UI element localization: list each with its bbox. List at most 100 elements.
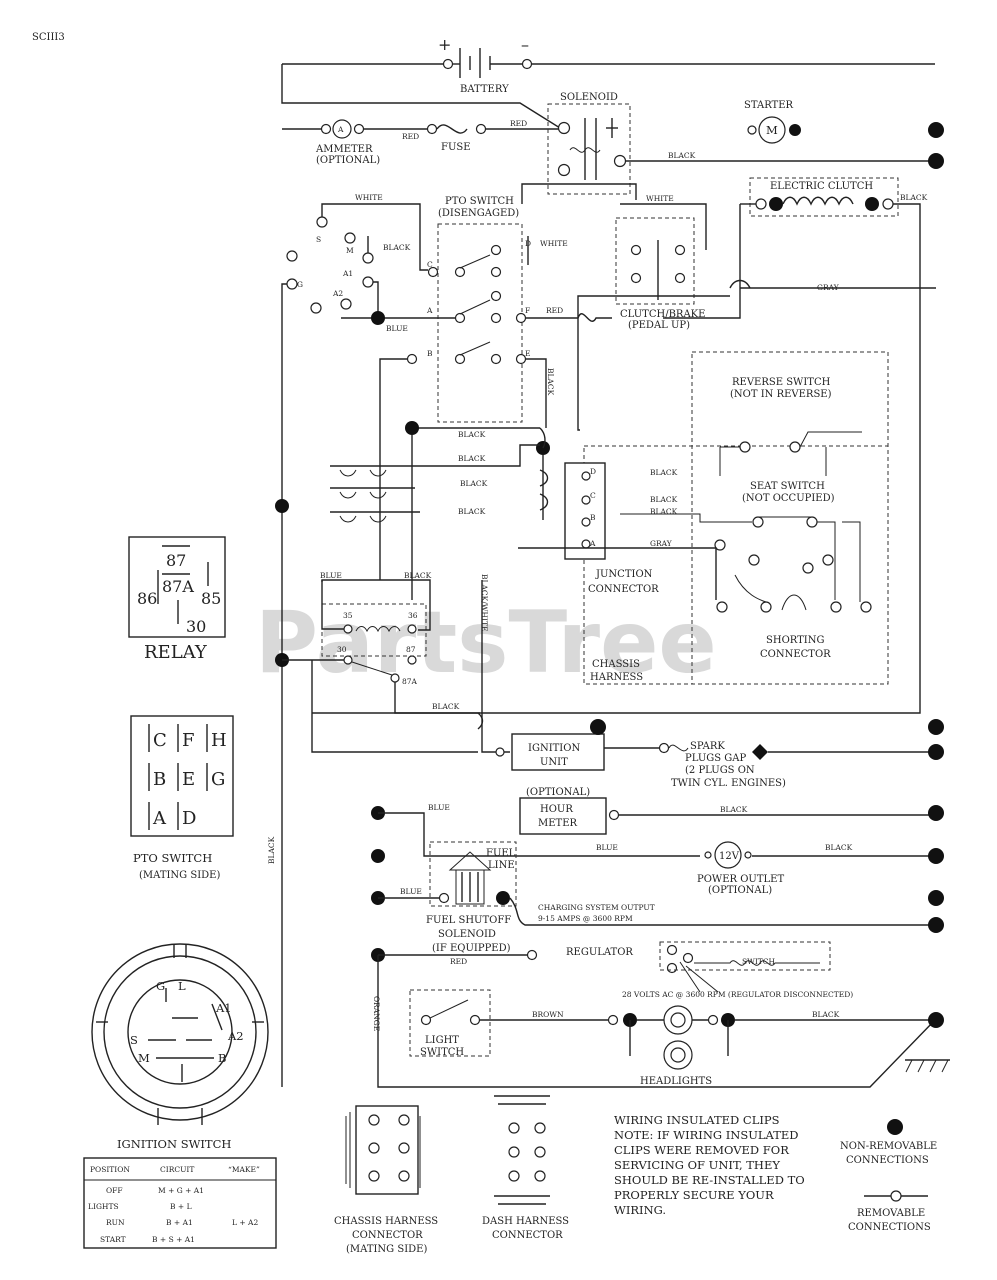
notes-line-3: SERVICING OF UNIT, THEY xyxy=(614,1158,780,1172)
ign-legend-s: S xyxy=(130,1033,138,1047)
notes-line-1: NOTE: IF WIRING INSULATED xyxy=(614,1128,799,1142)
spark-plug: SPARK PLUGS GAP (2 PLUGS ON TWIN CYL. EN… xyxy=(671,741,786,789)
wire-black-ign: BLACK xyxy=(383,243,411,252)
removable-label-1: REMOVABLE xyxy=(857,1208,925,1219)
removable-label-2: CONNECTIONS xyxy=(848,1222,931,1233)
ground-point xyxy=(928,1012,944,1028)
wire-black-seat-2: BLACK xyxy=(650,507,678,516)
pto-legend-subtitle: (MATING SIDE) xyxy=(139,870,220,881)
pto-legend: C F H B E G A D PTO SWITCH (MATING SIDE) xyxy=(130,715,234,881)
wire-red-regulator: RED xyxy=(450,957,467,966)
power-outlet-label-2: (OPTIONAL) xyxy=(708,885,772,896)
junction-connector: D C B A xyxy=(564,462,606,560)
spark-label-1: SPARK xyxy=(690,741,725,752)
ign-legend-m: M xyxy=(138,1051,150,1065)
wire-red-1: RED xyxy=(402,132,419,141)
notes-line-4: SHOULD BE RE-INSTALLED TO xyxy=(614,1173,805,1187)
wire-gray-top: GRAY xyxy=(817,283,840,292)
chassis-label: CHASSIS xyxy=(592,659,640,670)
electric-clutch: ELECTRIC CLUTCH xyxy=(749,177,899,217)
ign-table-r0c1: M + G + A1 xyxy=(158,1186,204,1195)
wire-black-clutch: BLACK xyxy=(900,193,928,202)
pto-contact-a: A xyxy=(426,306,433,315)
wire-black-relay: BLACK xyxy=(404,571,432,580)
spark-label-2: PLUGS GAP xyxy=(685,753,746,764)
relay-legend-87a: 87A xyxy=(162,577,194,596)
pto-contact-f: F xyxy=(525,306,530,315)
pto-legend-f: F xyxy=(182,730,195,751)
wire-black-1: BLACK xyxy=(458,430,486,439)
ign-legend-a2: A2 xyxy=(227,1029,244,1043)
relay-legend-30: 30 xyxy=(186,617,206,636)
ammeter-label: AMMETER xyxy=(315,144,373,155)
ground-point xyxy=(928,744,944,760)
ign-legend-g: G xyxy=(156,979,165,993)
junction-label: JUNCTION xyxy=(595,569,653,580)
watermark: PartsTree xyxy=(255,593,717,693)
wire-black-headlights: BLACK xyxy=(812,1010,840,1019)
ground-point xyxy=(928,890,944,906)
junction-pin-b: B xyxy=(590,513,596,522)
junction-pin-c: C xyxy=(590,491,596,500)
pto-legend-e: E xyxy=(182,769,195,790)
junction-pin-a: A xyxy=(589,539,596,548)
clutch-brake-switch: CLUTCH/BRAKE (PEDAL UP) xyxy=(615,217,705,331)
wire-black-white: BLACK/WHITE xyxy=(480,574,489,631)
wire-white-clutch: WHITE xyxy=(646,194,674,203)
electric-clutch-label: ELECTRIC CLUTCH xyxy=(770,181,873,192)
light-switch-label-2: SWITCH xyxy=(420,1047,464,1058)
battery-label: BATTERY xyxy=(460,84,509,95)
relay-legend-85: 85 xyxy=(201,589,221,608)
light-switch: LIGHT SWITCH xyxy=(409,989,491,1058)
ign-table-r2c0: RUN xyxy=(106,1218,125,1227)
wire-black-main: BLACK xyxy=(267,836,276,864)
pto-legend-g: G xyxy=(211,769,225,790)
solenoid: SOLENOID xyxy=(547,92,631,195)
ign-legend-l: L xyxy=(178,979,186,993)
ammeter: A AMMETER (OPTIONAL) xyxy=(282,119,380,166)
volts-note: 28 VOLTS AC @ 3600 RPM (REGULATOR DISCON… xyxy=(622,990,853,999)
chassis-connector-label-1: CHASSIS HARNESS xyxy=(334,1216,438,1227)
pto-switch: PTO SWITCH (DISENGAGED) C D A F B E xyxy=(406,196,531,423)
shorting-connector-label: CONNECTOR xyxy=(760,649,831,660)
wire-blue-fuel: BLUE xyxy=(400,887,422,896)
starter: STARTER M xyxy=(744,100,801,144)
ignition-switch-legend: G L A1 A2 S M B IGNITION SWITCH xyxy=(91,943,269,1151)
ground-point xyxy=(928,153,944,169)
svg-text:A: A xyxy=(337,125,344,134)
diagram-code: SCIII3 xyxy=(32,32,65,43)
wire-orange: ORANGE xyxy=(372,996,381,1031)
ign-s: S xyxy=(316,235,321,244)
dash-connector-label-1: DASH HARNESS xyxy=(482,1216,569,1227)
wire-brown: BROWN xyxy=(532,1010,564,1019)
pto-contact-c: C xyxy=(427,260,433,269)
wire-blue-pto: BLUE xyxy=(386,324,408,333)
ammeter-optional: (OPTIONAL) xyxy=(316,155,380,166)
ign-legend-b: B xyxy=(218,1051,226,1065)
reverse-switch-state: (NOT IN REVERSE) xyxy=(730,389,832,400)
ground-symbol xyxy=(905,1059,950,1073)
removable-symbol xyxy=(890,1190,902,1202)
ign-legend-title: IGNITION SWITCH xyxy=(117,1137,231,1151)
ign-table-r3c1: B + S + A1 xyxy=(152,1235,195,1244)
ign-g: G xyxy=(297,280,303,289)
regulator-label: REGULATOR xyxy=(566,947,633,958)
ignition-unit-label-2: UNIT xyxy=(540,757,568,768)
ign-table-r3c0: START xyxy=(100,1235,126,1244)
junction-connector-label: CONNECTOR xyxy=(588,584,659,595)
wire-black-2: BLACK xyxy=(458,454,486,463)
spark-label-3: (2 PLUGS ON xyxy=(685,765,755,776)
fuse-label: FUSE xyxy=(441,142,471,153)
fuel-line-label-2: LINE xyxy=(488,860,515,871)
ground-point xyxy=(928,917,944,933)
pto-legend-d: D xyxy=(182,808,196,829)
ign-table-r1c0: LIGHTS xyxy=(88,1202,119,1211)
wire-black-rev: BLACK xyxy=(650,468,678,477)
pto-legend-c: C xyxy=(153,730,167,751)
clutch-brake-label: CLUTCH/BRAKE xyxy=(620,309,705,320)
hour-optional: (OPTIONAL) xyxy=(526,787,590,798)
chassis-harness-area: REVERSE SWITCH (NOT IN REVERSE) SEAT SWI… xyxy=(583,351,889,685)
ign-a2: A2 xyxy=(332,289,343,298)
clutch-brake-state: (PEDAL UP) xyxy=(628,320,690,331)
power-outlet: 12V POWER OUTLET (OPTIONAL) xyxy=(697,841,784,896)
